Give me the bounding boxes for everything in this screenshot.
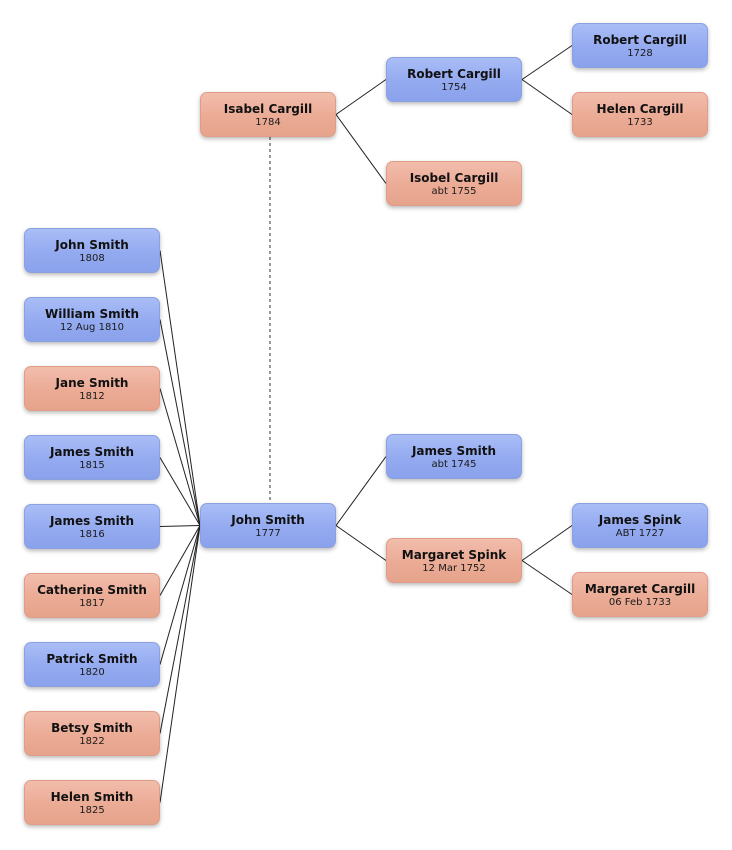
person-card-james-smith-1815[interactable]: James Smith 1815 — [24, 435, 160, 480]
child-link — [159, 525, 201, 803]
person-card-john-smith-1808[interactable]: John Smith 1808 — [24, 228, 160, 273]
child-link — [159, 457, 201, 526]
person-name: Catherine Smith — [37, 583, 147, 597]
parent-link — [335, 525, 387, 561]
person-card-robert-cargill-1728[interactable]: Robert Cargill 1728 — [572, 23, 708, 68]
person-date: 06 Feb 1733 — [608, 597, 672, 608]
child-link — [159, 525, 201, 665]
person-date: 1784 — [255, 117, 281, 128]
person-name: Patrick Smith — [46, 652, 138, 666]
parent-link — [335, 456, 387, 526]
person-card-betsy-smith[interactable]: Betsy Smith 1822 — [24, 711, 160, 756]
person-date: abt 1755 — [431, 186, 477, 197]
person-name: Isabel Cargill — [223, 102, 313, 116]
person-date: 1733 — [627, 117, 653, 128]
person-name: John Smith — [55, 238, 129, 252]
person-card-margaret-spink[interactable]: Margaret Spink 12 Mar 1752 — [386, 538, 522, 583]
parent-link — [521, 79, 573, 115]
person-name: Robert Cargill — [407, 67, 501, 81]
person-card-james-smith-1745[interactable]: James Smith abt 1745 — [386, 434, 522, 479]
person-card-catherine-smith[interactable]: Catherine Smith 1817 — [24, 573, 160, 618]
person-card-helen-cargill-1733[interactable]: Helen Cargill 1733 — [572, 92, 708, 137]
person-name: James Smith — [49, 445, 135, 459]
person-card-john-smith-1777[interactable]: John Smith 1777 — [200, 503, 336, 548]
person-name: Jane Smith — [55, 376, 129, 390]
person-card-isobel-cargill[interactable]: Isobel Cargill abt 1755 — [386, 161, 522, 206]
person-card-james-smith-1816[interactable]: James Smith 1816 — [24, 504, 160, 549]
person-date: 1812 — [79, 391, 105, 402]
child-link — [159, 525, 201, 734]
person-date: 1820 — [79, 667, 105, 678]
person-card-jane-smith[interactable]: Jane Smith 1812 — [24, 366, 160, 411]
person-date: ABT 1727 — [615, 528, 665, 539]
person-date: 1815 — [79, 460, 105, 471]
person-card-margaret-cargill[interactable]: Margaret Cargill 06 Feb 1733 — [572, 572, 708, 617]
person-date: 12 Aug 1810 — [59, 322, 125, 333]
person-card-robert-cargill-1754[interactable]: Robert Cargill 1754 — [386, 57, 522, 102]
person-name: Isobel Cargill — [409, 171, 499, 185]
person-name: Helen Smith — [50, 790, 134, 804]
parent-link — [521, 560, 573, 595]
person-card-william-smith[interactable]: William Smith 12 Aug 1810 — [24, 297, 160, 342]
person-name: Margaret Spink — [401, 548, 507, 562]
person-card-isabel-cargill[interactable]: Isabel Cargill 1784 — [200, 92, 336, 137]
person-date: 1825 — [79, 805, 105, 816]
person-name: James Smith — [49, 514, 135, 528]
child-link — [159, 525, 201, 596]
person-date: 1728 — [627, 48, 653, 59]
person-name: Margaret Cargill — [584, 582, 696, 596]
person-name: Helen Cargill — [596, 102, 684, 116]
child-link — [159, 319, 201, 526]
person-name: Betsy Smith — [51, 721, 133, 735]
child-link — [159, 525, 201, 527]
person-name: James Spink — [598, 513, 682, 527]
child-link — [159, 388, 201, 526]
person-name: William Smith — [44, 307, 139, 321]
person-date: 1777 — [255, 528, 281, 539]
person-date: 1822 — [79, 736, 105, 747]
person-date: 1808 — [79, 253, 105, 264]
person-name: Robert Cargill — [593, 33, 687, 47]
child-link — [159, 250, 201, 526]
person-date: 12 Mar 1752 — [422, 563, 486, 574]
person-date: 1817 — [79, 598, 105, 609]
person-date: 1754 — [441, 82, 467, 93]
person-date: 1816 — [79, 529, 105, 540]
person-date: abt 1745 — [431, 459, 477, 470]
person-card-helen-smith[interactable]: Helen Smith 1825 — [24, 780, 160, 825]
person-name: James Smith — [411, 444, 497, 458]
parent-link — [335, 114, 387, 184]
person-card-james-spink[interactable]: James Spink ABT 1727 — [572, 503, 708, 548]
person-name: John Smith — [231, 513, 305, 527]
parent-link — [521, 45, 573, 80]
parent-link — [521, 525, 573, 561]
person-card-patrick-smith[interactable]: Patrick Smith 1820 — [24, 642, 160, 687]
parent-link — [335, 79, 387, 115]
